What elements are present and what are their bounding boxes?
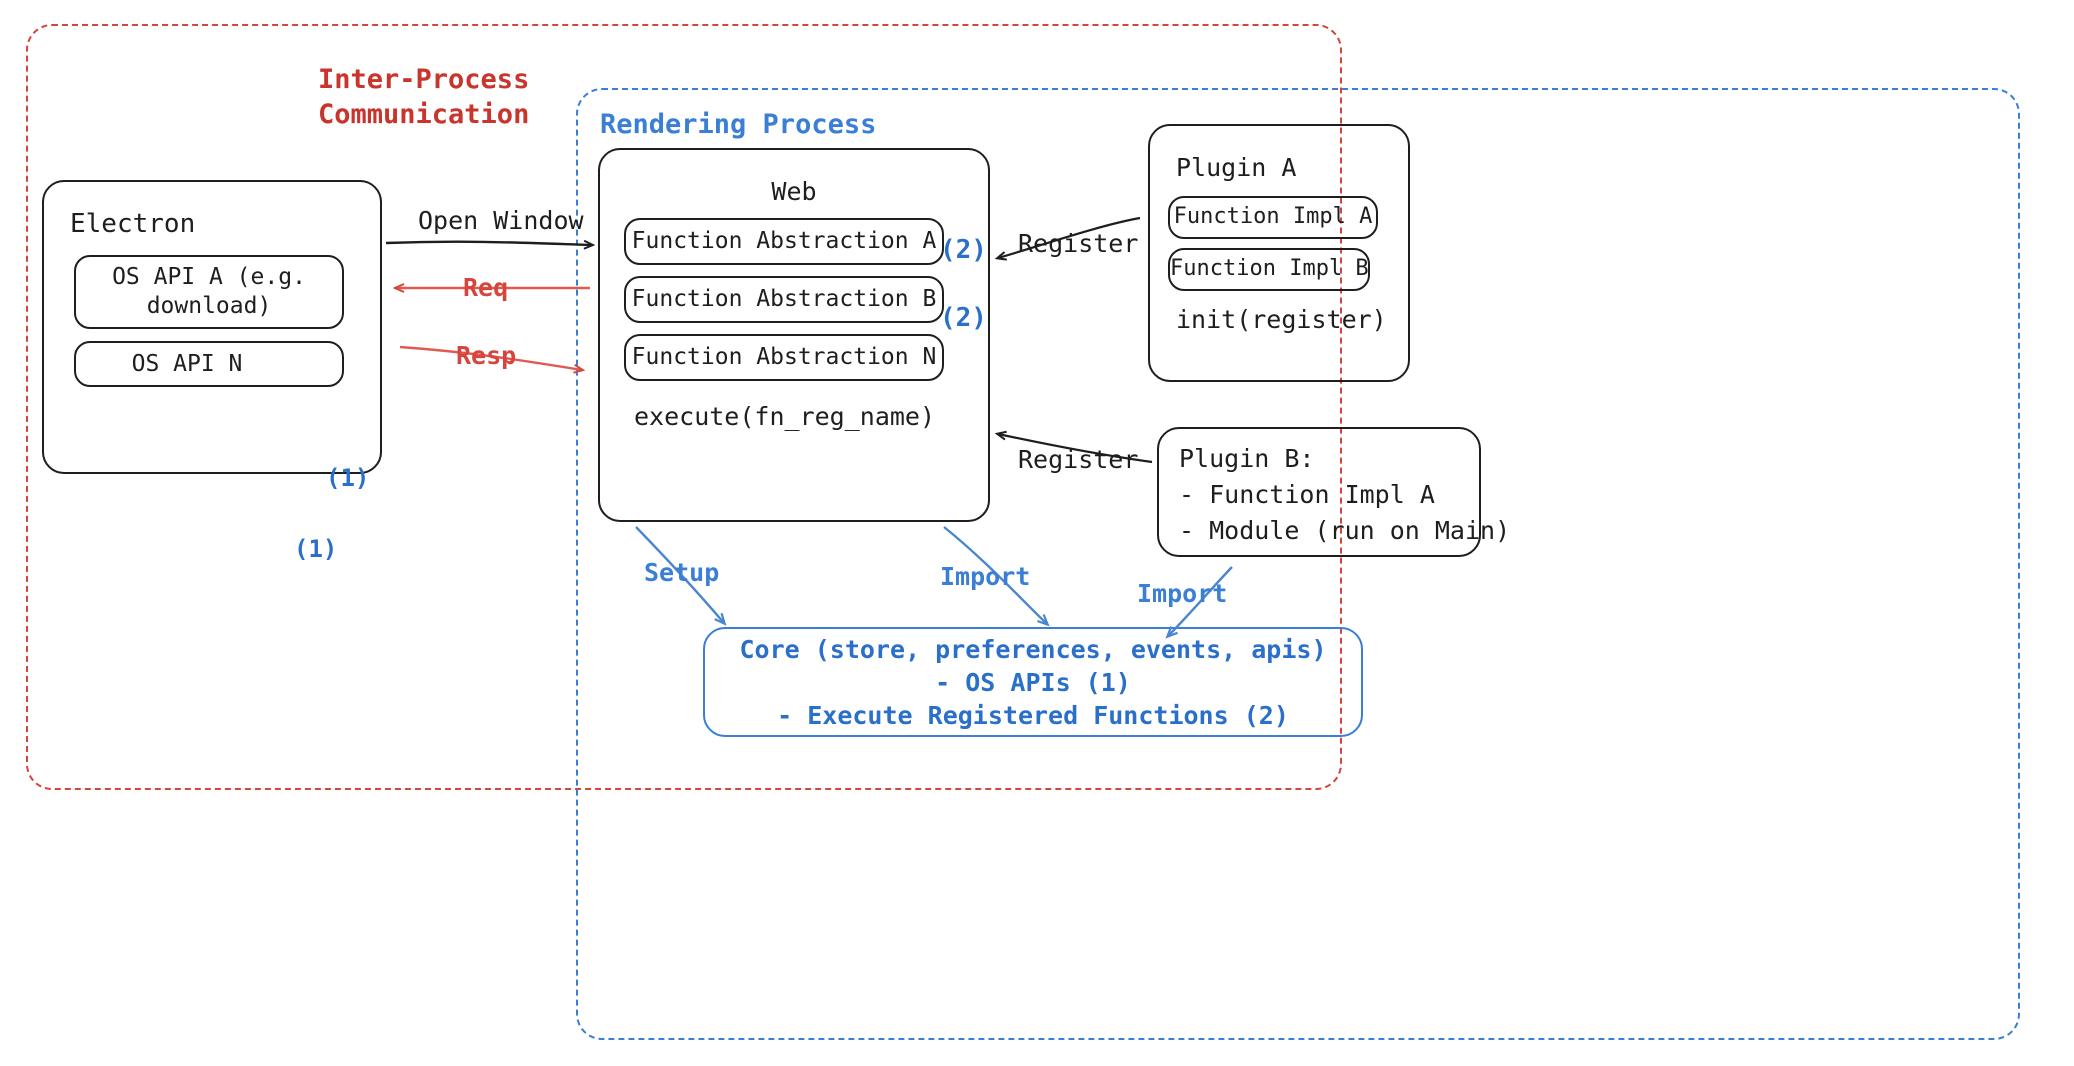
- node-os-api-n[interactable]: OS API N: [74, 341, 344, 388]
- os-api-a-line-1: OS API A (e.g.: [112, 263, 306, 290]
- edge-label-req: Req: [463, 273, 509, 302]
- region-inter-process-communication: [26, 24, 1342, 790]
- plugin-b-line-2: - Module (run on Main): [1179, 516, 1511, 545]
- os-api-a-marker: (1): [326, 464, 370, 492]
- web-title: Web: [771, 177, 817, 206]
- plugin-b-title: Plugin B:: [1179, 444, 1315, 473]
- node-function-abstraction-a[interactable]: Function Abstraction A: [624, 218, 944, 265]
- plugin-a-title: Plugin A: [1176, 153, 1297, 182]
- core-line-1: Core (store, preferences, events, apis): [739, 634, 1327, 664]
- edge-label-import-plugin-b: Import: [1137, 579, 1228, 608]
- function-abstraction-a-marker: (2): [940, 235, 987, 265]
- edge-label-import-web: Import: [940, 562, 1031, 591]
- os-api-a-line-2: download): [146, 293, 272, 320]
- node-function-impl-b[interactable]: Function Impl B: [1168, 248, 1370, 291]
- core-line-3: - Execute Registered Functions (2): [777, 700, 1289, 730]
- node-plugin-a[interactable]: Plugin A Function Impl A Function Impl B…: [1148, 124, 1410, 382]
- function-abstraction-b-marker: (2): [940, 303, 987, 333]
- edge-label-resp: Resp: [456, 341, 517, 370]
- plugin-b-line-1: - Function Impl A: [1179, 480, 1435, 509]
- node-function-impl-a[interactable]: Function Impl A: [1168, 196, 1378, 239]
- region-rendering-process: [576, 88, 2020, 1040]
- web-footer-execute: execute(fn_reg_name): [634, 402, 936, 431]
- function-impl-b-label: Function Impl B: [1170, 256, 1369, 282]
- os-api-n-label: OS API N: [131, 350, 243, 377]
- function-abstraction-b-label: Function Abstraction B: [631, 285, 937, 312]
- edge-label-register-plugin-a: Register: [1018, 229, 1139, 258]
- node-plugin-b[interactable]: Plugin B: - Function Impl A - Module (ru…: [1157, 427, 1511, 557]
- ipc-label-line-2: Communication: [318, 99, 530, 131]
- core-line-2: - OS APIs (1): [935, 667, 1131, 697]
- os-api-n-marker: (1): [294, 535, 338, 563]
- edge-label-setup: Setup: [644, 558, 720, 587]
- os-api-a-label: OS API A (e.g. download): [76, 263, 342, 322]
- function-impl-a-label: Function Impl A: [1173, 204, 1373, 230]
- function-abstraction-a-label: Function Abstraction A: [631, 227, 937, 254]
- node-core[interactable]: Core (store, preferences, events, apis) …: [703, 627, 1363, 737]
- node-electron[interactable]: Electron OS API A (e.g. download) (1) OS …: [42, 180, 382, 563]
- node-os-api-a[interactable]: OS API A (e.g. download): [74, 255, 344, 330]
- ipc-label-line-1: Inter-Process: [318, 64, 530, 95]
- plugin-a-footer-init: init(register): [1176, 305, 1387, 334]
- electron-title: Electron: [70, 209, 196, 239]
- region-label-rendering-process: Rendering Process: [600, 109, 877, 140]
- node-function-abstraction-n[interactable]: Function Abstraction N: [624, 334, 944, 381]
- function-abstraction-n-label: Function Abstraction N: [631, 343, 937, 370]
- node-function-abstraction-b[interactable]: Function Abstraction B: [624, 276, 944, 323]
- edge-label-register-plugin-b: Register: [1018, 445, 1139, 474]
- node-web[interactable]: Web Function Abstraction A Function Abst…: [598, 148, 990, 522]
- edge-label-open-window: Open Window: [418, 206, 584, 235]
